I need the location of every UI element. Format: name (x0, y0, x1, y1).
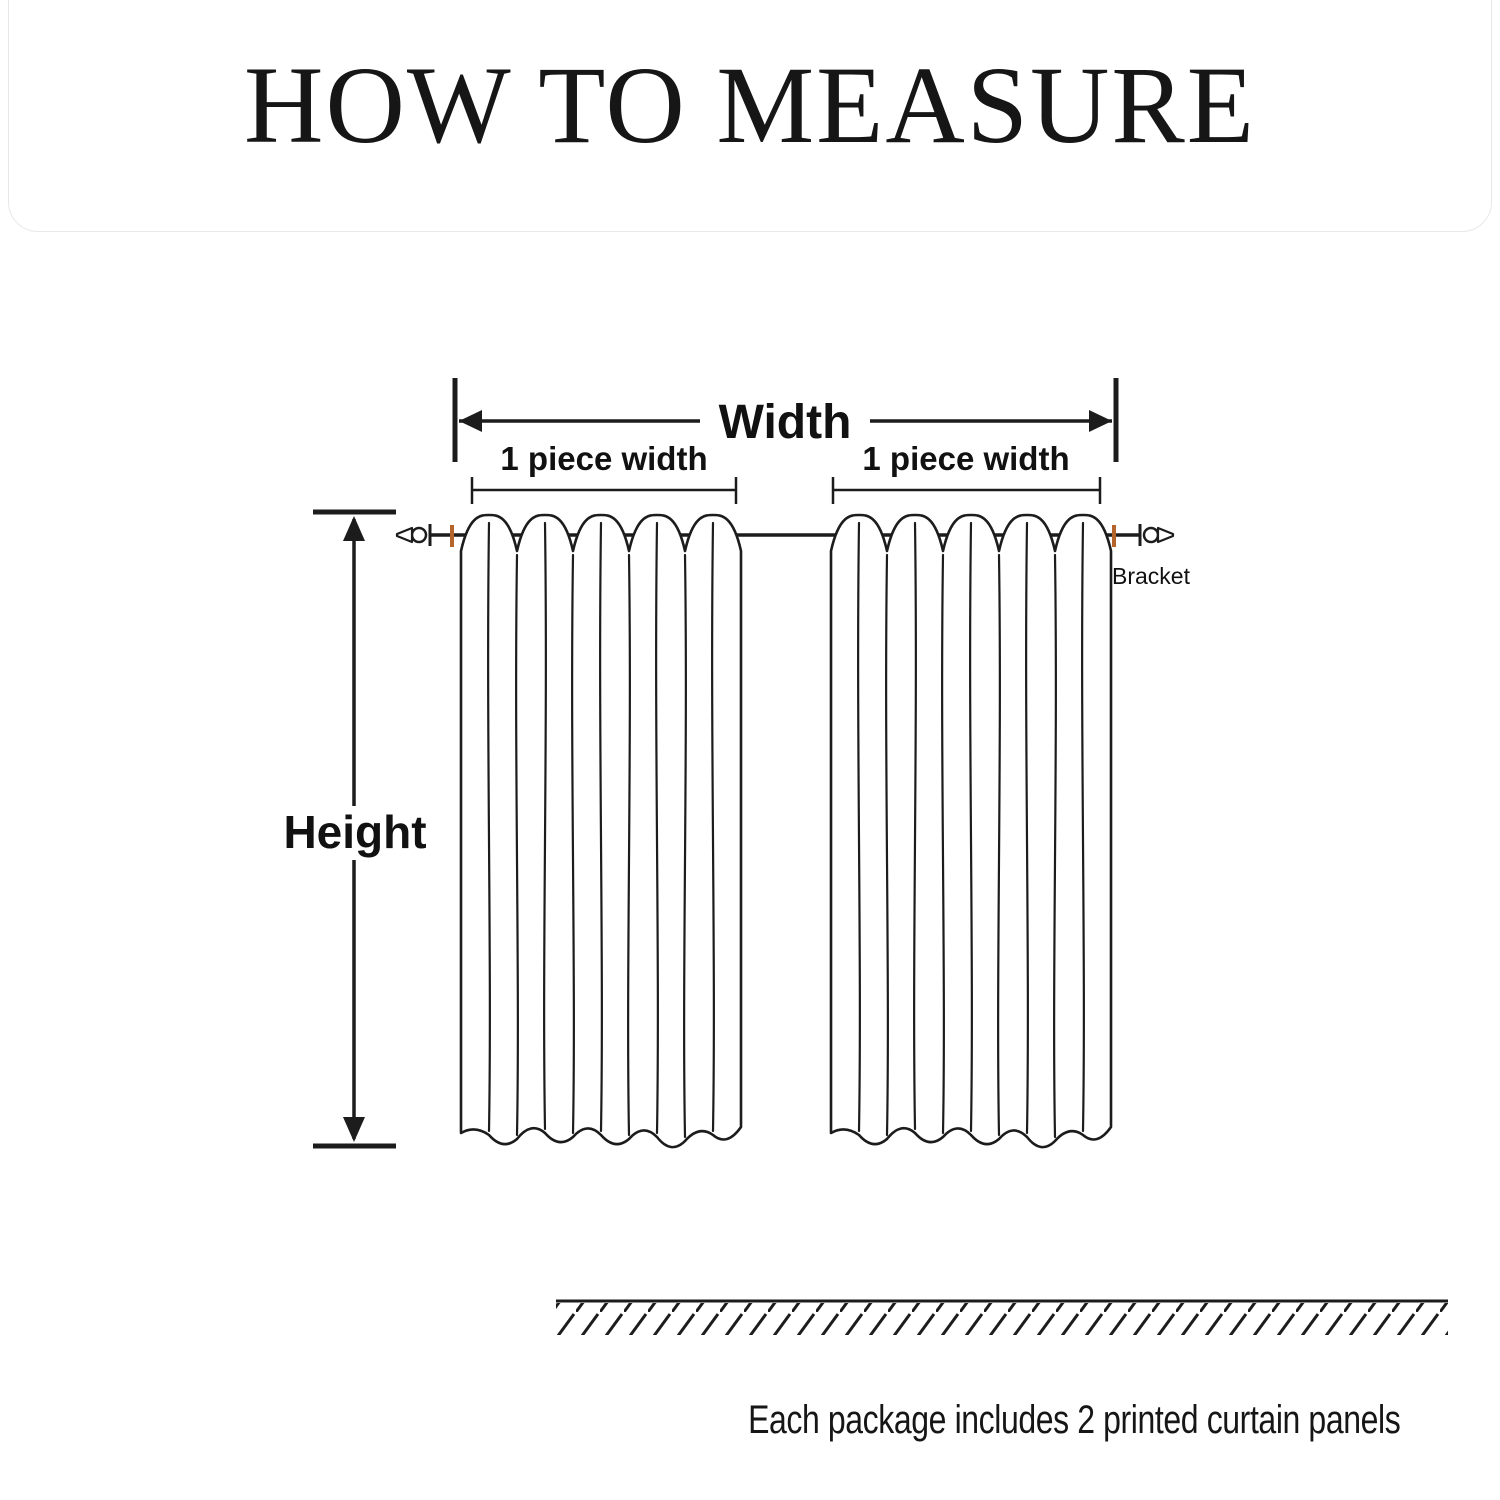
height-label: Height (283, 806, 426, 858)
arrow-left-icon (459, 410, 482, 432)
finial-right-icon (1138, 524, 1175, 546)
piece-width-measure-left (470, 477, 738, 504)
piece-width-measure-right (831, 477, 1102, 504)
card-border (8, 0, 1492, 232)
bracket-label: Bracket (1112, 563, 1191, 589)
arrow-down-icon (343, 1117, 365, 1142)
package-note: Each package includes 2 printed curtain … (585, 1398, 1401, 1443)
arrow-up-icon (343, 516, 365, 541)
left-curtain-panel (459, 513, 743, 1149)
arrow-right-icon (1089, 410, 1112, 432)
floor-hatch (556, 1303, 1448, 1335)
height-measure (282, 509, 428, 1149)
width-label: Width (719, 396, 852, 449)
finial-left-icon (395, 524, 432, 546)
width-measure (452, 378, 1119, 462)
piece-width-label-right: 1 piece width (862, 440, 1069, 477)
height-label-bg (282, 806, 428, 860)
right-curtain-panel (829, 513, 1113, 1149)
piece-width-label-left: 1 piece width (500, 440, 707, 477)
width-label-bg (700, 384, 870, 442)
page-title: HOW TO MEASURE (244, 44, 1256, 166)
package-note-text: Each package includes 2 printed curtain … (747, 1398, 1401, 1442)
floor-line (556, 1299, 1448, 1335)
